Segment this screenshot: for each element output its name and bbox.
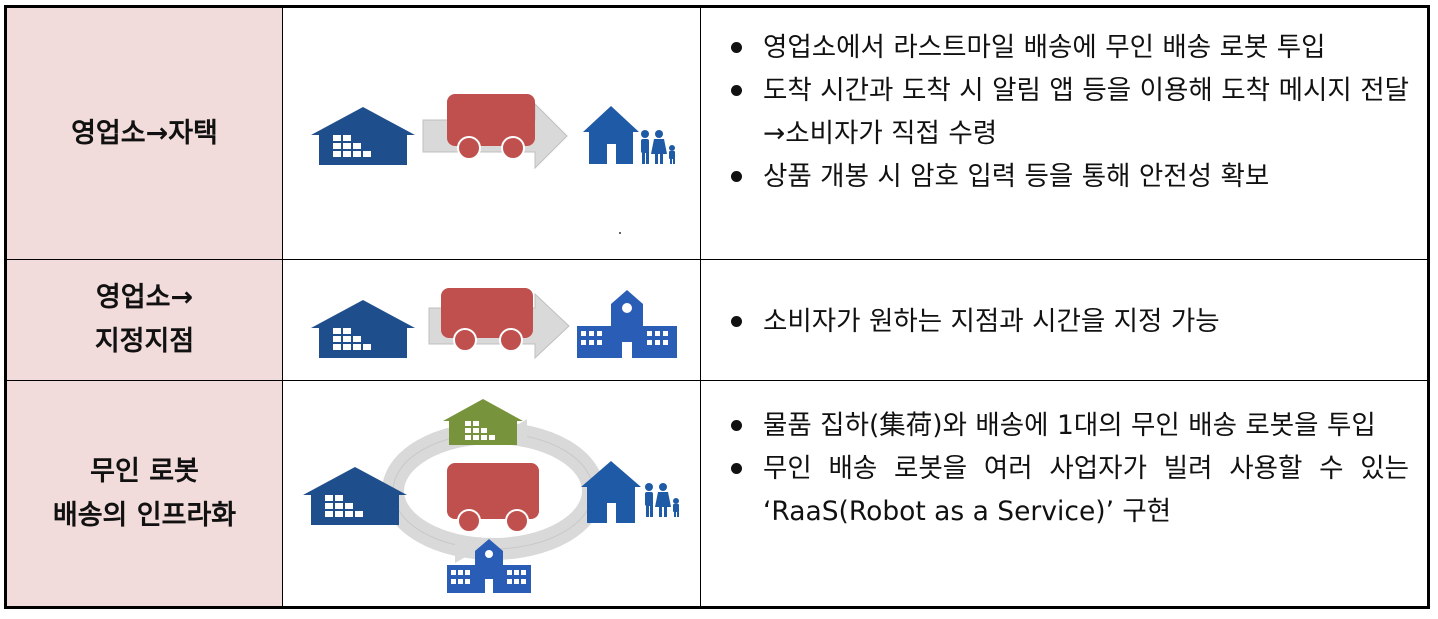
bullet-list: 물품 집하(集荷)와 배송에 1대의 무인 배송 로봇을 투입 무인 배송 로봇…	[701, 381, 1427, 533]
illustration-cell	[283, 260, 701, 380]
illustration-cell	[283, 8, 701, 259]
description-cell: 소비자가 원하는 지점과 시간을 지정 가능	[701, 260, 1427, 380]
row-label: 무인 로봇 배송의 인프라화	[52, 455, 237, 531]
office-building-icon	[447, 539, 531, 593]
list-item: 상품 개봉 시 암호 입력 등을 통해 안전성 확보	[701, 155, 1427, 198]
table-row: 무인 로봇 배송의 인프라화	[7, 381, 1427, 606]
warehouse-icon	[311, 300, 415, 358]
bullet-list: 소비자가 원하는 지점과 시간을 지정 가능	[701, 260, 1427, 343]
table-row: 영업소→자택	[7, 8, 1427, 260]
robot-infrastructure-illustration	[303, 399, 679, 593]
description-cell: 물품 집하(集荷)와 배송에 1대의 무인 배송 로봇을 투입 무인 배송 로봇…	[701, 381, 1427, 606]
comparison-table: 영업소→자택	[4, 5, 1430, 609]
list-item: 물품 집하(集荷)와 배송에 1대의 무인 배송 로봇을 투입	[701, 404, 1427, 447]
list-item: 영업소에서 라스트마일 배송에 무인 배송 로봇 투입	[701, 26, 1427, 69]
delivery-robot-icon	[447, 463, 539, 533]
delivery-robot-icon	[447, 94, 535, 160]
illustration-cell	[283, 381, 701, 606]
bullet-list: 영업소에서 라스트마일 배송에 무인 배송 로봇 투입 도착 시간과 도착 시 …	[701, 8, 1427, 198]
list-item: 도착 시간과 도착 시 알림 앱 등을 이용해 도착 메시지 전달→소비자가 직…	[701, 69, 1427, 155]
row-label-cell: 영업소→ 지정지점	[7, 260, 283, 380]
office-building-icon	[577, 290, 677, 358]
family-icon	[645, 483, 679, 517]
house-icon	[583, 106, 639, 164]
house-icon	[581, 461, 641, 523]
family-icon	[641, 130, 675, 164]
row-label: 영업소→자택	[71, 117, 218, 149]
row-label-cell: 무인 로봇 배송의 인프라화	[7, 381, 283, 606]
warehouse-icon	[303, 467, 407, 525]
list-item: 소비자가 원하는 지점과 시간을 지정 가능	[701, 300, 1427, 343]
row-label-cell: 영업소→자택	[7, 8, 283, 259]
row-label: 영업소→ 지정지점	[94, 282, 195, 357]
delivery-robot-icon	[441, 288, 533, 352]
table-row: 영업소→ 지정지점	[7, 260, 1427, 381]
office-to-pickup-point-illustration	[311, 288, 677, 360]
warehouse-icon	[443, 399, 523, 445]
list-item: 무인 배송 로봇을 여러 사업자가 빌려 사용할 수 있는 ‘RaaS(Robo…	[701, 447, 1427, 533]
office-to-home-illustration	[311, 94, 675, 234]
description-cell: 영업소에서 라스트마일 배송에 무인 배송 로봇 투입 도착 시간과 도착 시 …	[701, 8, 1427, 259]
warehouse-icon	[311, 107, 415, 165]
